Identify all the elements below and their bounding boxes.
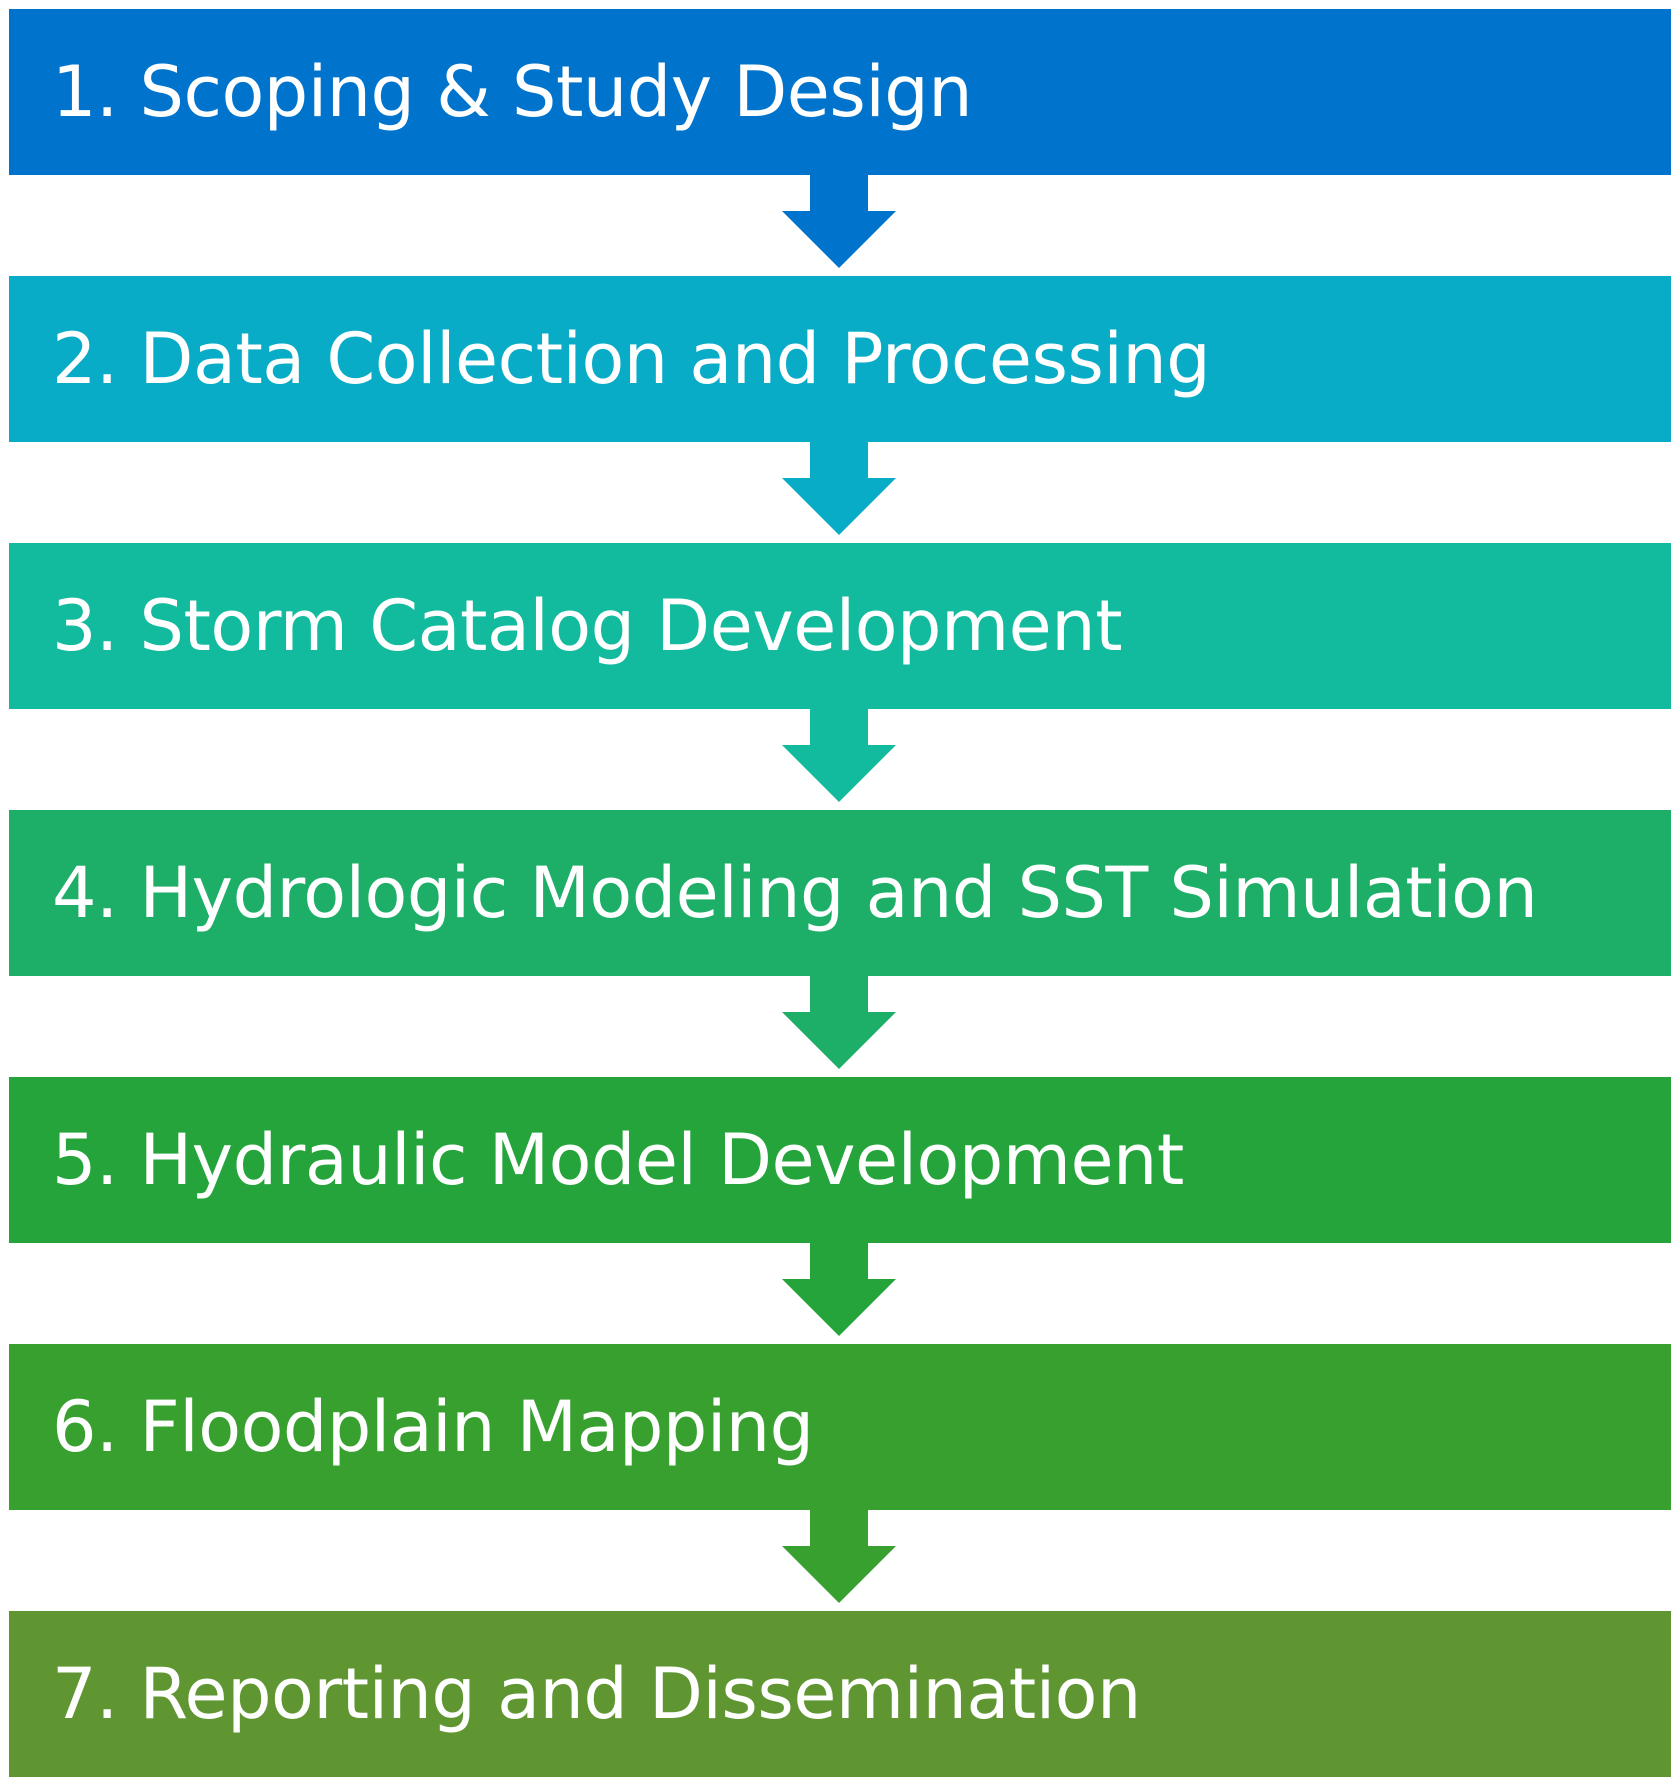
step-6-label: 6. Floodplain Mapping (52, 1386, 814, 1468)
step-7-box: 7. Reporting and Dissemination (9, 1611, 1671, 1777)
step-3-label: 3. Storm Catalog Development (52, 585, 1123, 667)
step-4-box: 4. Hydrologic Modeling and SST Simulatio… (9, 810, 1671, 976)
step-6-box: 6. Floodplain Mapping (9, 1344, 1671, 1510)
down-arrow-icon (782, 1243, 896, 1336)
down-arrow-icon (782, 709, 896, 802)
step-5-box: 5. Hydraulic Model Development (9, 1077, 1671, 1243)
step-7-label: 7. Reporting and Dissemination (52, 1653, 1141, 1735)
down-arrow-icon (782, 1510, 896, 1603)
step-1-box: 1. Scoping & Study Design (9, 9, 1671, 175)
step-3-box: 3. Storm Catalog Development (9, 543, 1671, 709)
down-arrow-icon (782, 175, 896, 268)
step-2-box: 2. Data Collection and Processing (9, 276, 1671, 442)
step-4-label: 4. Hydrologic Modeling and SST Simulatio… (52, 852, 1538, 934)
down-arrow-icon (782, 442, 896, 535)
down-arrow-icon (782, 976, 896, 1069)
step-2-label: 2. Data Collection and Processing (52, 318, 1211, 400)
step-1-label: 1. Scoping & Study Design (52, 51, 973, 133)
step-5-label: 5. Hydraulic Model Development (52, 1119, 1184, 1201)
